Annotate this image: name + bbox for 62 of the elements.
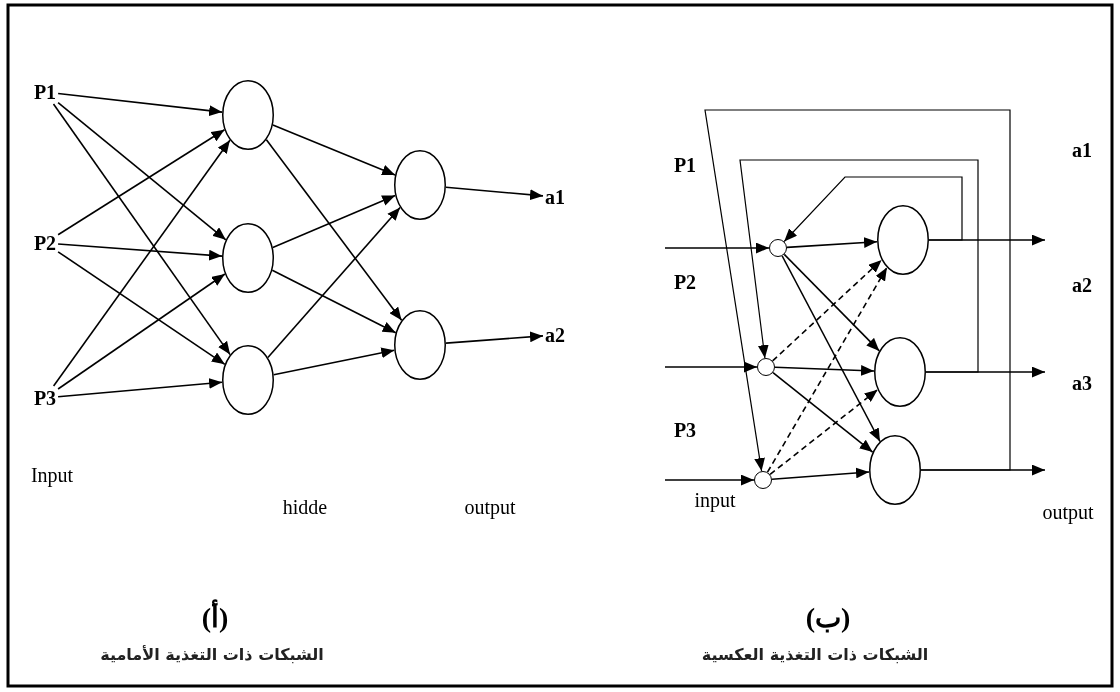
- arrow: [271, 269, 397, 334]
- feedback-arrow: [704, 109, 1011, 472]
- arrow: [57, 92, 223, 116]
- caption: الشبكات ذات التغذية العكسية: [701, 646, 929, 664]
- arrow: [57, 378, 223, 398]
- neuron-circle: [394, 150, 446, 220]
- panel-letter: (ب): [805, 602, 851, 634]
- layer-label: output: [464, 496, 516, 518]
- arrow: [445, 186, 544, 201]
- input-label: P3: [33, 387, 57, 409]
- neuron-circle: [222, 223, 274, 293]
- input-neuron-circle: [754, 471, 772, 489]
- feedback-arrow: [783, 176, 963, 243]
- layer-label: hidde: [282, 496, 328, 518]
- arrow: [267, 206, 401, 359]
- arrow: [774, 365, 875, 376]
- input-label: P2: [673, 271, 697, 293]
- neuron-circle: [874, 337, 926, 407]
- arrow: [771, 259, 883, 362]
- arrow: [786, 237, 878, 249]
- arrow: [57, 243, 223, 261]
- input-label: P1: [33, 81, 57, 103]
- arrow: [772, 371, 874, 453]
- arrow: [52, 103, 231, 356]
- arrow: [664, 242, 770, 254]
- arrow: [664, 474, 755, 486]
- arrow: [781, 255, 881, 443]
- arrow: [272, 347, 396, 376]
- arrow: [52, 139, 231, 387]
- input-neuron-circle: [757, 358, 775, 376]
- layer-label: input: [694, 489, 736, 511]
- feedback-arrow: [739, 159, 979, 373]
- arrow: [57, 129, 226, 236]
- neuron-circle: [222, 345, 274, 415]
- output-label: a1: [545, 186, 565, 208]
- output-label: a2: [545, 324, 565, 346]
- arrow: [769, 388, 879, 476]
- neuron-circle: [877, 205, 929, 275]
- caption: الشبكات ذات التغذية الأمامية: [100, 646, 324, 664]
- arrow: [57, 101, 227, 241]
- arrow: [664, 361, 758, 373]
- arrow: [265, 138, 403, 322]
- neuron-circle: [222, 80, 274, 150]
- output-label: a3: [1072, 372, 1092, 394]
- arrow: [771, 467, 870, 481]
- arrow: [272, 194, 396, 249]
- arrow: [57, 251, 226, 366]
- input-label: P2: [33, 232, 57, 254]
- input-label: P3: [673, 419, 697, 441]
- neuron-circle: [869, 435, 921, 505]
- output-label: a1: [1072, 139, 1092, 161]
- output-label: a2: [1072, 274, 1092, 296]
- neuron-circle: [394, 310, 446, 380]
- arrow: [445, 331, 544, 344]
- arrow: [783, 253, 881, 352]
- layer-label: output: [1042, 501, 1094, 523]
- arrow: [57, 273, 226, 390]
- input-neuron-circle: [769, 239, 787, 257]
- arrow: [766, 266, 888, 473]
- input-label: P1: [673, 154, 697, 176]
- layer-label: Input: [30, 464, 74, 486]
- arrow: [272, 124, 396, 176]
